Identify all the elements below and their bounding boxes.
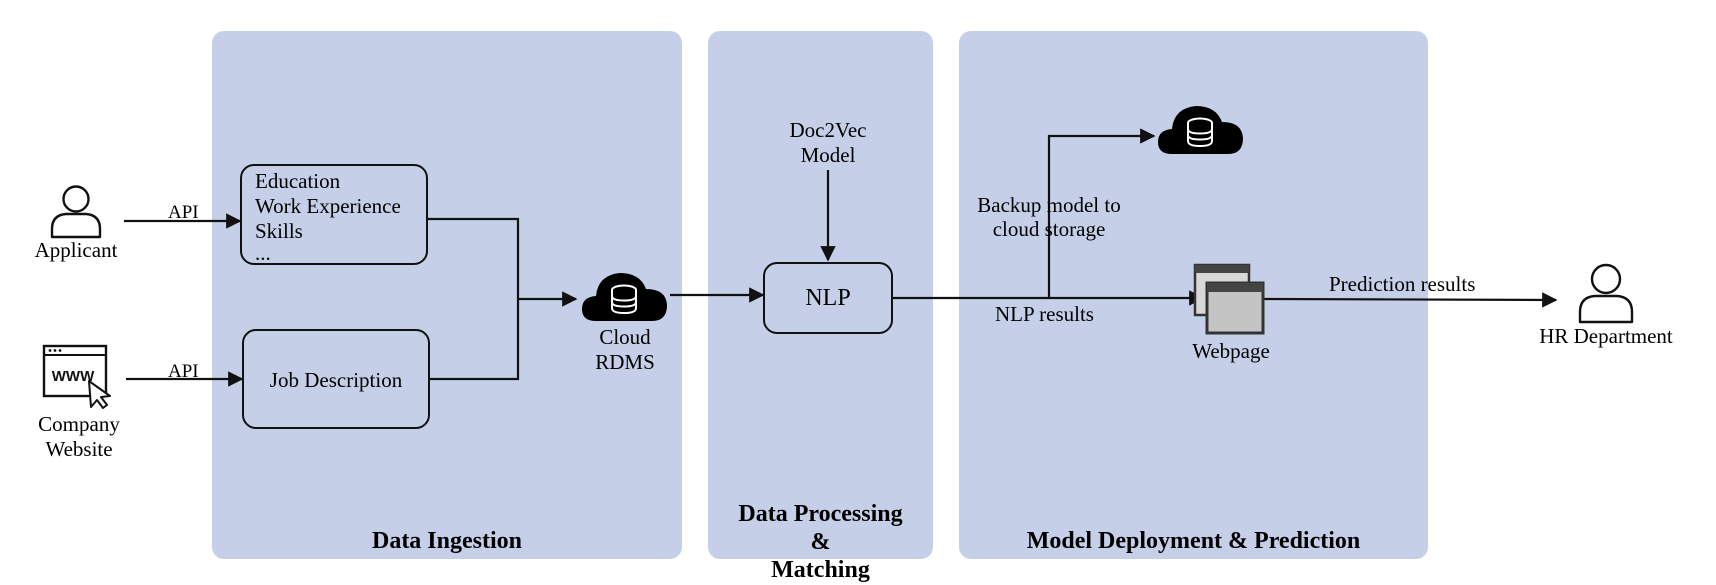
- job-description-label: Job Description: [269, 368, 403, 392]
- company-label-line1: Company: [38, 412, 120, 436]
- cloud-rdms-line2: RDMS: [595, 350, 655, 374]
- data-processing-title-line2: &: [810, 529, 831, 555]
- data-processing-title-line1: Data Processing: [738, 501, 903, 527]
- webpage-to-hr-arrow: [1263, 292, 1558, 308]
- backup-arrow: [1047, 128, 1156, 298]
- webpage-label: Webpage: [1192, 339, 1270, 363]
- backup-label-line2: cloud storage: [992, 217, 1106, 241]
- data-ingestion-title: Data Ingestion: [371, 528, 522, 554]
- prediction-results-label: Prediction results: [1329, 272, 1476, 296]
- hr-user-icon: [1578, 263, 1634, 324]
- field-skills: Skills: [255, 219, 303, 243]
- api-label-applicant: API: [168, 202, 199, 223]
- data-processing-title-line3: Matching: [771, 557, 870, 583]
- company-label-line2: Website: [45, 437, 113, 461]
- backup-label-line1: Backup model to: [977, 193, 1121, 217]
- cloud-rdms-line1: Cloud: [599, 325, 651, 349]
- field-work-experience: Work Experience: [255, 194, 401, 218]
- profile-merge-line: [427, 217, 520, 381]
- www-browser-icon: WWW: [42, 344, 111, 409]
- doc2vec-model-line1: Doc2Vec: [789, 118, 867, 142]
- backup-cloud-database-icon: [1158, 106, 1243, 154]
- cloud-database-icon: [582, 273, 667, 321]
- field-ellipsis: ...: [255, 241, 271, 265]
- svg-text:WWW: WWW: [52, 368, 95, 385]
- profile-fields-box: Education Work Experience Skills ...: [240, 164, 428, 265]
- applicant-user-icon: [50, 185, 102, 239]
- browser-windows-icon: [1193, 263, 1265, 335]
- job-description-box: Job Description: [242, 329, 430, 429]
- doc2vec-model-line2: Model: [800, 143, 856, 167]
- hr-department-label: HR Department: [1539, 324, 1673, 348]
- field-education: Education: [255, 169, 341, 193]
- nlp-box: NLP: [763, 262, 893, 334]
- api-label-company: API: [168, 361, 199, 382]
- applicant-label: Applicant: [34, 238, 118, 262]
- nlp-results-label: NLP results: [995, 302, 1094, 326]
- nlp-label: NLP: [805, 285, 851, 311]
- model-deployment-title: Model Deployment & Prediction: [1026, 528, 1361, 554]
